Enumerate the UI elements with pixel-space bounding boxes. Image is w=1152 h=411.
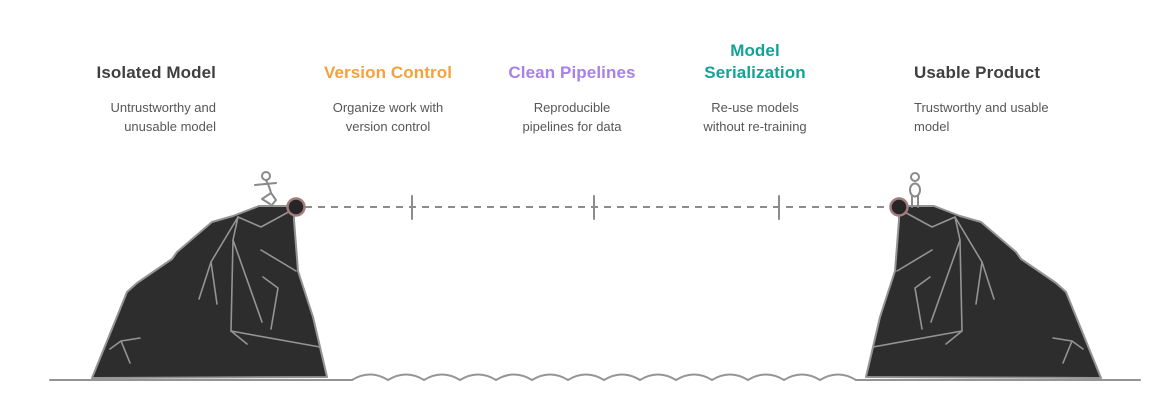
cliff-crack-lines	[109, 208, 321, 364]
step-subtitle: Reproducible pipelines for data	[522, 100, 622, 134]
start-milestone-node	[286, 197, 306, 217]
step-title: Clean Pipelines	[508, 63, 636, 82]
step-isolated-model: Isolated Model Untrustworthy and unusabl…	[66, 62, 216, 136]
step-subtitle: Trustworthy and usable model	[914, 100, 1049, 134]
step-subtitle: Re-use models without re-training	[703, 100, 807, 134]
crouching-climber-icon	[254, 171, 277, 207]
water-wave-line	[351, 373, 857, 382]
cliff-body	[91, 205, 328, 379]
step-title: Version Control	[323, 63, 453, 82]
step-title: Isolated Model	[96, 63, 216, 82]
step-usable-product: Usable Product Trustworthy and usable mo…	[914, 62, 1064, 136]
cliff-illustration	[91, 205, 328, 379]
end-milestone-node	[889, 197, 909, 217]
right-cliff	[865, 205, 1102, 379]
step-title: Usable Product	[914, 63, 1041, 82]
step-title: Model Serialization	[704, 41, 806, 82]
journey-ticks	[411, 195, 780, 220]
step-subtitle: Untrustworthy and unusable model	[110, 100, 217, 134]
step-clean-pipelines: Clean Pipelines Reproducible pipelines f…	[507, 62, 637, 136]
standing-person-icon	[909, 172, 921, 208]
step-version-control: Version Control Organize work with versi…	[318, 62, 458, 136]
step-subtitle: Organize work with version control	[332, 100, 444, 134]
step-model-serialization: Model Serialization Re-use models withou…	[690, 40, 820, 136]
